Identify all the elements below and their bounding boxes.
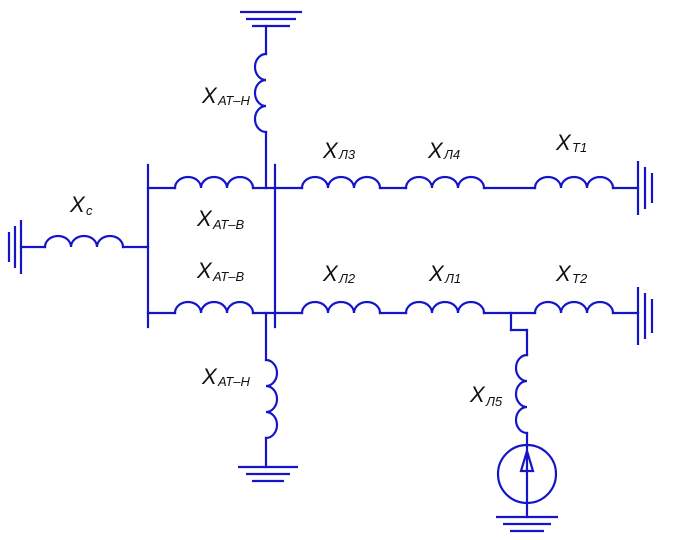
inductor-xat-n-bot	[264, 358, 279, 440]
svg-text:АТ–Н: АТ–Н	[217, 93, 251, 108]
label-xat-v-bot: X АТ–В	[196, 258, 245, 284]
svg-text:X: X	[69, 192, 86, 217]
inductor-xl2	[300, 300, 382, 315]
label-xt2: X Т2	[555, 261, 588, 286]
inductor-xat-v-top	[173, 175, 255, 190]
svg-text:Л2: Л2	[338, 271, 356, 286]
inductor-xat-v-bot	[173, 300, 255, 315]
generator-arrow	[519, 447, 535, 473]
svg-text:X: X	[196, 206, 213, 231]
inductor-xl5	[514, 353, 529, 435]
inductor-xl3	[300, 175, 382, 190]
svg-text:Л4: Л4	[443, 147, 460, 162]
inductor-xl4	[404, 175, 486, 190]
label-xl5: X Л5	[469, 382, 503, 409]
label-xt1: X Т1	[555, 130, 587, 155]
svg-text:АТ–Н: АТ–Н	[217, 374, 251, 389]
label-xat-n-top: X АТ–Н	[201, 83, 251, 108]
label-xl2: X Л2	[322, 261, 356, 286]
svg-text:Л5: Л5	[485, 394, 503, 409]
svg-text:X: X	[196, 258, 213, 283]
inductor-xt1	[533, 175, 615, 190]
label-xc: X c	[69, 192, 93, 218]
label-xl4: X Л4	[427, 138, 460, 163]
svg-text:c: c	[86, 203, 93, 218]
svg-text:X: X	[427, 138, 444, 163]
inductor-xt2	[533, 300, 615, 315]
inductor-xl1	[404, 300, 486, 315]
svg-text:X: X	[201, 83, 218, 108]
svg-text:X: X	[555, 130, 572, 155]
svg-text:X: X	[322, 138, 339, 163]
inductor-xc	[43, 234, 125, 249]
ground-bottom-left	[238, 465, 298, 483]
svg-text:X: X	[201, 364, 218, 389]
svg-text:АТ–В: АТ–В	[212, 217, 245, 232]
svg-text:Т2: Т2	[572, 271, 588, 286]
ground-right-top	[636, 161, 654, 215]
svg-text:X: X	[469, 382, 486, 407]
ground-right-bottom	[636, 287, 654, 345]
label-xat-n-bot: X АТ–Н	[201, 364, 251, 389]
ground-generator	[496, 515, 558, 533]
svg-text:X: X	[555, 261, 572, 286]
svg-text:Л3: Л3	[338, 147, 356, 162]
svg-text:Л1: Л1	[444, 271, 461, 286]
svg-text:АТ–В: АТ–В	[212, 269, 245, 284]
inductor-xat-n-top	[253, 52, 268, 134]
svg-text:X: X	[322, 261, 339, 286]
ground-left	[7, 220, 23, 274]
label-xl1: X Л1	[428, 261, 461, 286]
label-xat-v-top: X АТ–В	[196, 206, 245, 232]
svg-text:Т1: Т1	[572, 140, 587, 155]
ground-top	[240, 10, 302, 28]
label-xl3: X Л3	[322, 138, 356, 163]
generator-circle	[496, 443, 558, 505]
svg-text:X: X	[428, 261, 445, 286]
